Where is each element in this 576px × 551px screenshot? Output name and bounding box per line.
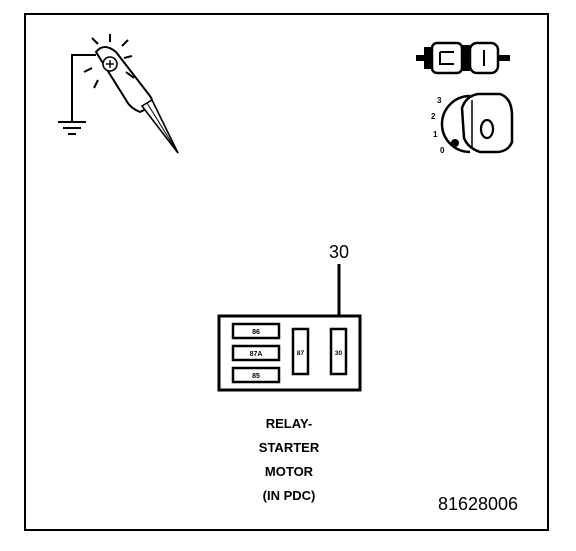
caption-line-4: (IN PDC) [263,488,316,503]
test-light-ground-icon [58,34,179,154]
ignition-pos-3: 3 [437,96,442,105]
ignition-pos-2: 2 [431,112,436,121]
relay-pin-85-label: 85 [252,373,260,380]
relay-pin-85 [231,366,281,384]
relay-pin-86 [231,322,281,340]
relay-pin-86-label: 86 [252,329,260,336]
ignition-pos-0: 0 [440,146,445,155]
connector-icon [416,41,510,75]
caption-line-2: STARTER [259,440,320,455]
figure-number: 81628006 [438,494,518,514]
callout-label-30: 30 [329,242,349,262]
relay-pin-87 [291,327,310,376]
relay-pin-87-label: 87 [297,350,305,357]
figure-border [24,13,549,531]
relay-starter-motor: 86 87A 85 87 30 [217,314,362,392]
relay-pin-87a [231,344,281,362]
caption-line-1: RELAY- [266,416,312,431]
relay-pin-87a-label: 87A [250,351,263,358]
relay-pin-30 [329,327,348,376]
relay-pin-30-label: 30 [335,350,343,357]
relay-caption: RELAY- STARTER MOTOR (IN PDC) [259,416,320,503]
ignition-pos-1: 1 [433,130,438,139]
caption-line-3: MOTOR [265,464,314,479]
ignition-switch-icon: 3 2 1 0 [431,92,514,155]
